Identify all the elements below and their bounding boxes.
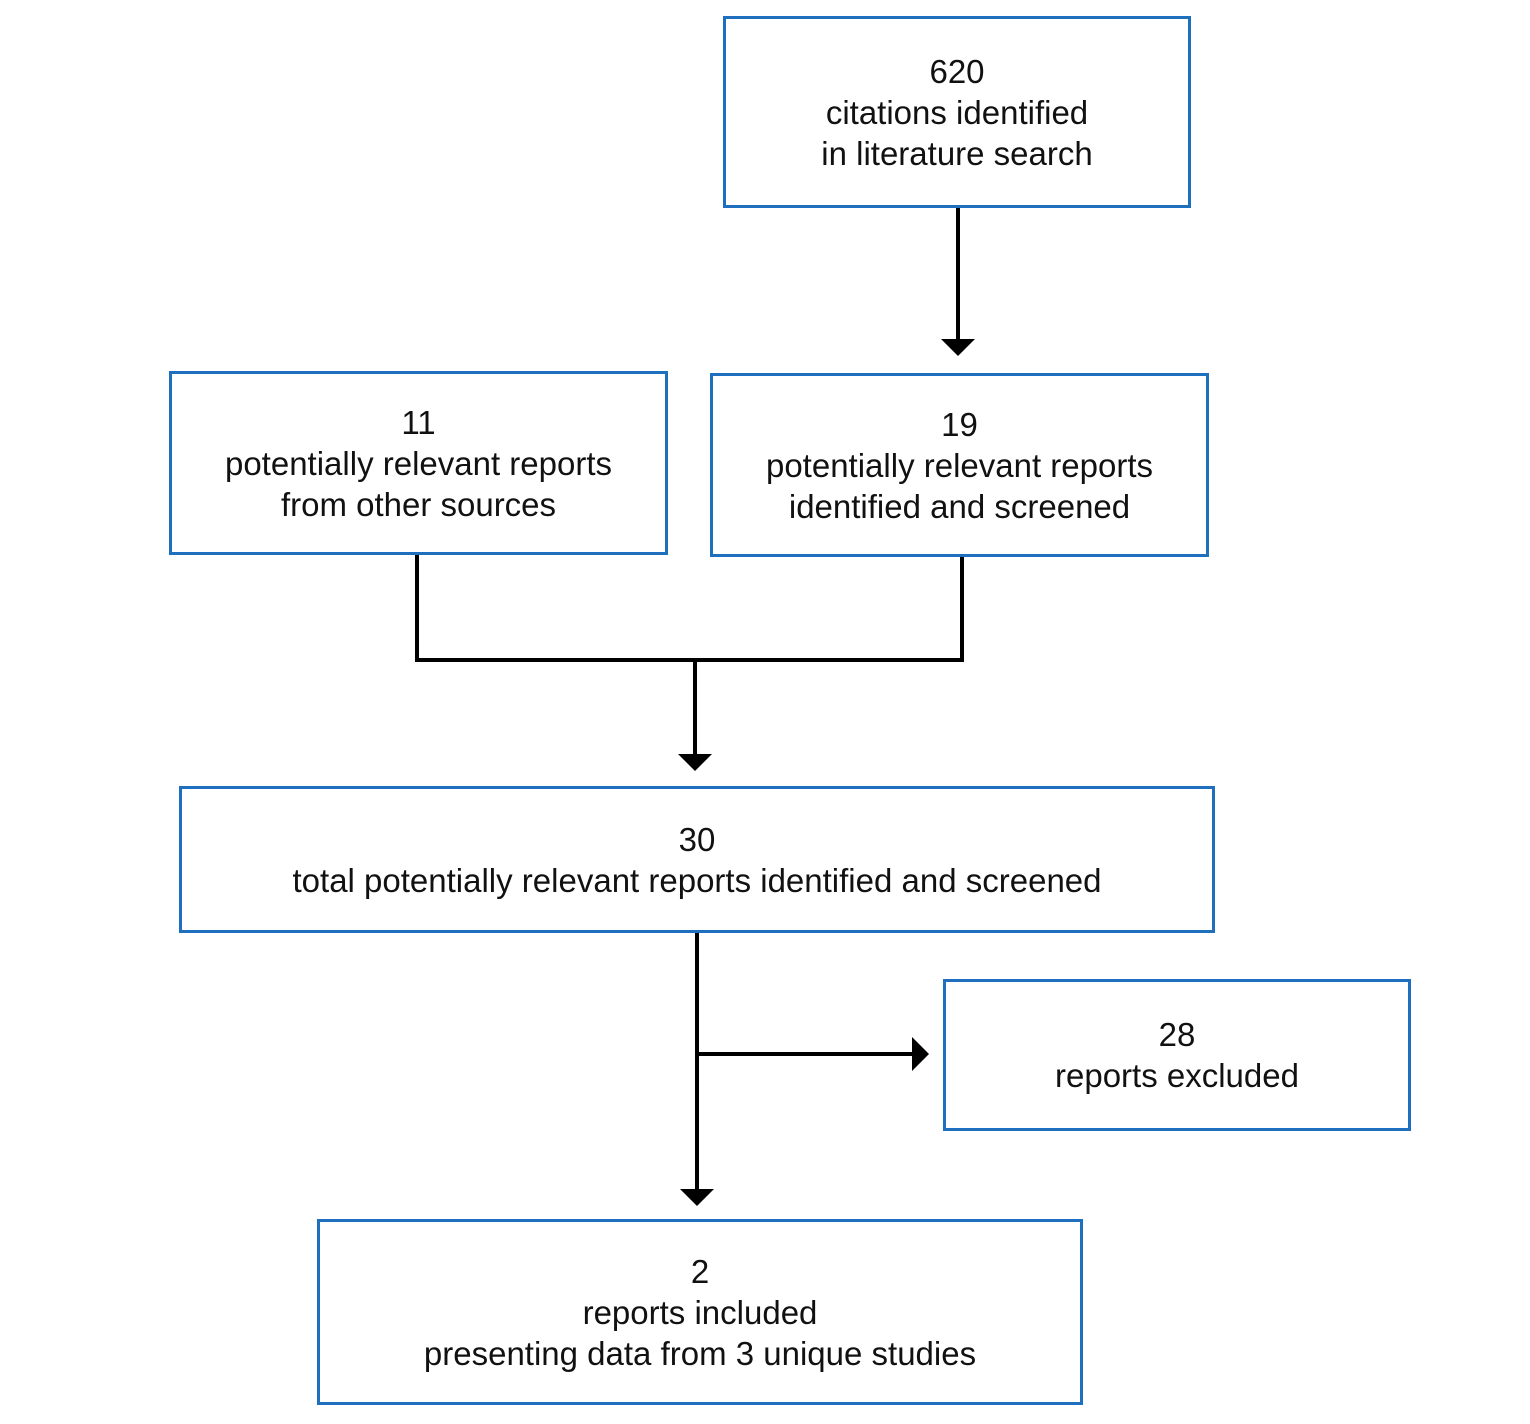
excluded-reports-box: 28 reports excluded (943, 979, 1411, 1131)
screened-label-line-2: identified and screened (788, 487, 1131, 525)
total-label: total potentially relevant reports ident… (292, 861, 1102, 899)
arrow-total-to-excluded (697, 1037, 929, 1071)
included-label-line-2: presenting data from 3 unique studies (423, 1334, 977, 1372)
included-label-line-1: reports included (582, 1293, 818, 1331)
citations-label-line-1: citations identified (825, 93, 1089, 131)
arrow-total-to-included (680, 933, 714, 1206)
included-count: 2 (690, 1252, 710, 1290)
citations-label-line-2: in literature search (821, 134, 1093, 172)
excluded-count: 28 (1158, 1016, 1196, 1053)
other-sources-label-line-2: from other sources (280, 485, 557, 523)
total-reports-box: 30 total potentially relevant reports id… (179, 786, 1215, 933)
screened-label-line-1: potentially relevant reports (765, 446, 1154, 484)
other-sources-label-line-1: potentially relevant reports (224, 444, 613, 482)
screened-count: 19 (941, 405, 978, 443)
arrow-merge-to-total (415, 555, 964, 771)
included-reports-box: 2 reports included presenting data from … (317, 1219, 1083, 1405)
screened-reports-box: 19 potentially relevant reports identifi… (710, 373, 1209, 557)
excluded-label: reports excluded (1055, 1057, 1299, 1094)
citations-count: 620 (929, 52, 985, 90)
other-sources-count: 11 (401, 403, 436, 441)
total-count: 30 (678, 820, 716, 858)
arrow-search-to-screened (941, 208, 975, 356)
citations-identified-box: 620 citations identified in literature s… (723, 16, 1191, 208)
other-sources-box: 11 potentially relevant reports from oth… (169, 371, 668, 555)
